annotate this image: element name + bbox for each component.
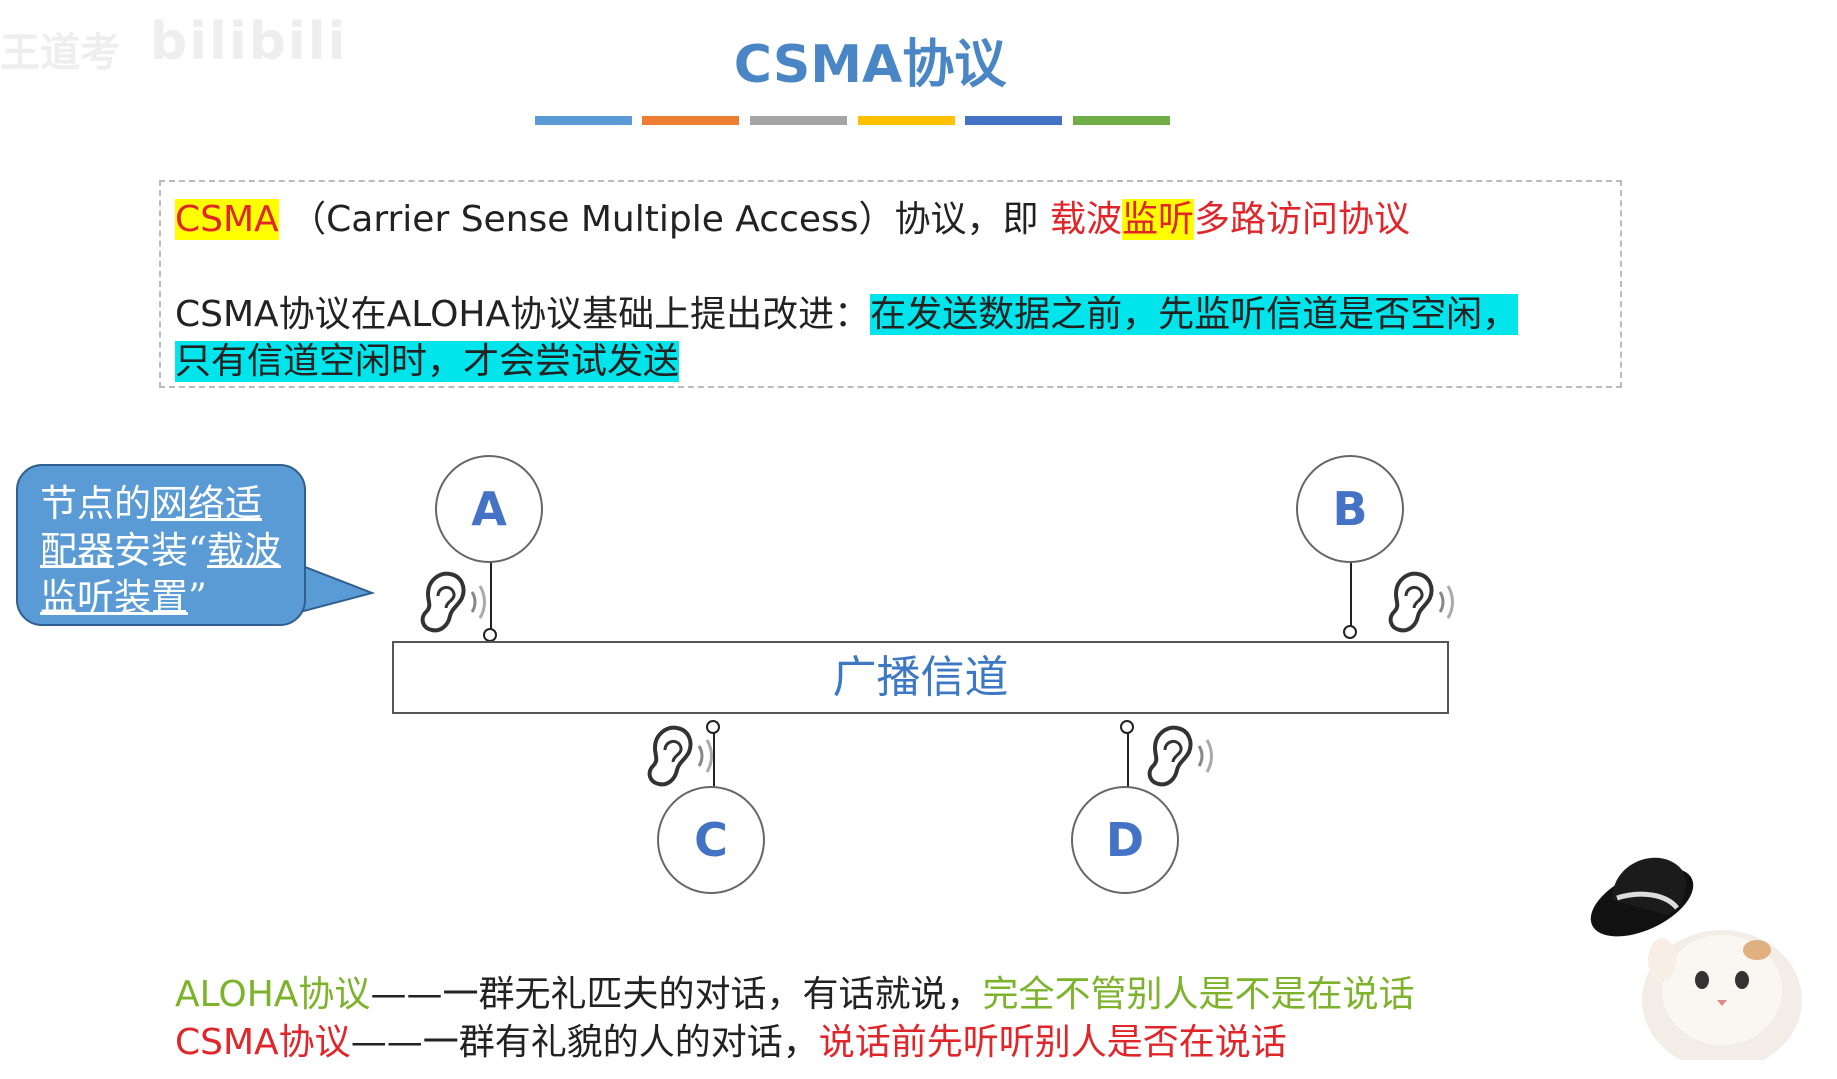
improvement-highlight-2: 只有信道空闲时，才会尝试发送 — [175, 341, 680, 382]
color-bar — [750, 116, 847, 125]
ear-icon — [1388, 571, 1454, 633]
ear-icon — [420, 571, 486, 633]
color-bar — [1073, 116, 1170, 125]
ear-icon — [647, 725, 713, 787]
cn-part-sense: 监听 — [1122, 199, 1195, 240]
callout-part-underlined: 网络适配器 — [40, 482, 262, 572]
node-c: C — [657, 786, 765, 894]
broadcast-channel — [392, 641, 1449, 714]
callout-part: ” — [188, 576, 207, 619]
node-a-stem — [490, 560, 492, 633]
callout-pointer — [300, 563, 376, 614]
csma-name: CSMA协议 — [175, 1022, 351, 1063]
color-bar — [535, 116, 632, 125]
cn-part-carrier: 载波 — [1050, 199, 1123, 240]
node-d-stem — [1127, 730, 1129, 790]
aloha-tail: 完全不管别人是不是在说话 — [982, 974, 1415, 1015]
callout-bubble — [16, 464, 306, 626]
aloha-name: ALOHA协议 — [175, 974, 371, 1015]
callout-part-underlined: 载波监听装置 — [40, 529, 281, 619]
bilibili-watermark: bilibili — [150, 12, 348, 72]
callout-part: 安装“ — [114, 529, 207, 572]
ear-icon — [1147, 725, 1213, 787]
node-d: D — [1071, 786, 1179, 894]
node-c-tap — [706, 720, 720, 734]
improvement-lead: CSMA协议在ALOHA协议基础上提出改进： — [175, 294, 871, 335]
node-d-tap — [1120, 720, 1134, 734]
page-title: CSMA协议 — [733, 35, 1007, 95]
channel-label: 广播信道 — [832, 652, 1009, 703]
callout-text: 节点的网络适配器安装“载波监听装置” — [40, 480, 290, 621]
improvement-line-1: CSMA协议在ALOHA协议基础上提出改进：在发送数据之前，先监听信道是否空闲， — [175, 285, 1519, 337]
improvement-highlight-1: 在发送数据之前，先监听信道是否空闲， — [870, 294, 1519, 335]
csma-full-name: （Carrier Sense Multiple Access）协议，即 — [290, 199, 1050, 240]
color-bar — [642, 116, 739, 125]
improvement-line-2: 只有信道空闲时，才会尝试发送 — [175, 332, 680, 384]
node-c-stem — [713, 730, 715, 790]
aloha-description: ——一群无礼匹夫的对话，有话就说， — [370, 974, 983, 1015]
csma-description: ——一群有礼貌的人的对话， — [350, 1022, 819, 1063]
node-b: B — [1296, 455, 1404, 563]
color-bar — [858, 116, 955, 125]
watermark-prefix: 王道考 — [0, 30, 120, 76]
csma-acronym: CSMA — [175, 199, 279, 240]
csma-comparison: CSMA协议——一群有礼貌的人的对话，说话前先听听别人是否在说话 — [175, 1013, 1287, 1065]
csma-tail: 说话前先听听别人是否在说话 — [818, 1022, 1287, 1063]
definition-box — [159, 180, 1622, 388]
node-b-stem — [1350, 560, 1352, 630]
node-a: A — [435, 455, 543, 563]
node-b-tap — [1343, 625, 1357, 639]
cat-with-hat-image — [1590, 857, 1802, 1060]
callout-part: 节点的 — [40, 482, 151, 525]
cn-part-access: 多路访问协议 — [1194, 199, 1411, 240]
color-bar — [965, 116, 1062, 125]
definition-line: CSMA （Carrier Sense Multiple Access）协议，即… — [175, 190, 1410, 242]
aloha-comparison: ALOHA协议——一群无礼匹夫的对话，有话就说，完全不管别人是不是在说话 — [175, 965, 1414, 1017]
